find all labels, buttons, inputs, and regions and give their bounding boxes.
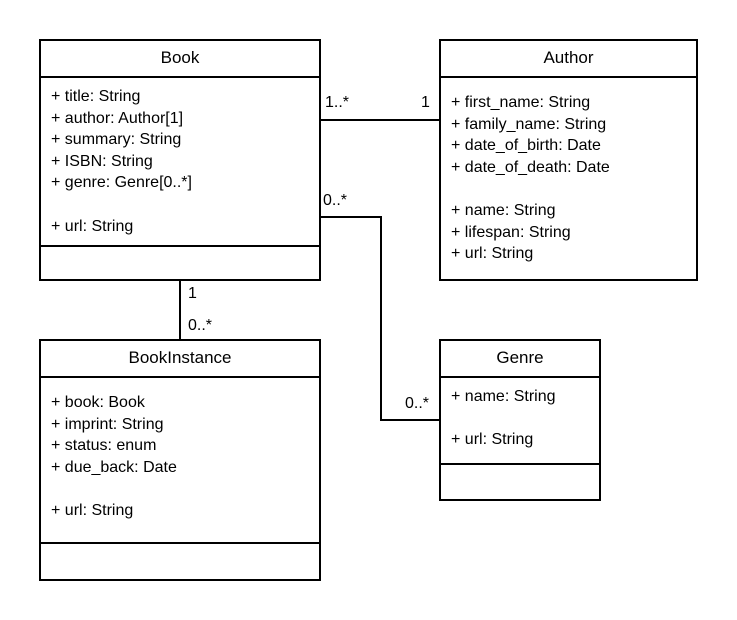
genre-class-name: Genre: [441, 341, 599, 378]
bookinstance-attr-due-back: + due_back: Date: [51, 458, 177, 476]
member-separator-space: [451, 408, 599, 430]
genre-attr-name: + name: String: [451, 388, 556, 405]
member-separator-space: [451, 178, 696, 200]
multiplicity-book-bookinstance-instance-end: 0..*: [188, 317, 213, 334]
book-attr-isbn: + ISBN: String: [51, 152, 153, 170]
author-attr-first-name: + first_name: String: [451, 94, 591, 111]
genre-class-members: + name: String + url: String: [441, 378, 599, 465]
member-separator-space: [51, 194, 319, 216]
multiplicity-book-genre-book-end: 0..*: [323, 192, 348, 209]
author-class-members: + first_name: String + family_name: Stri…: [441, 78, 696, 279]
genre-method-url: + url: String: [451, 431, 534, 449]
multiplicity-book-author-book-end: 1..*: [325, 94, 350, 111]
bookinstance-class: BookInstance + book: Book + imprint: Str…: [39, 339, 321, 581]
author-attr-date-of-birth: + date_of_birth: Date: [451, 137, 601, 155]
book-class-name: Book: [41, 41, 319, 78]
author-method-lifespan: + lifespan: String: [451, 223, 571, 241]
author-attr-date-of-death: + date_of_death: Date: [451, 158, 610, 176]
book-attr-summary: + summary: String: [51, 131, 182, 149]
author-attr-family-name: + family_name: String: [451, 115, 607, 133]
book-method-url: + url: String: [51, 217, 134, 235]
bookinstance-attr-status: + status: enum: [51, 437, 157, 455]
bookinstance-class-members: + book: Book + imprint: String + status:…: [41, 378, 319, 544]
bookinstance-class-name: BookInstance: [41, 341, 319, 378]
author-method-name: + name: String: [451, 201, 556, 219]
multiplicity-book-genre-genre-end: 0..*: [405, 395, 430, 412]
author-method-url: + url: String: [451, 245, 534, 263]
author-class: Author + first_name: String + family_nam…: [439, 39, 698, 281]
book-class: Book + title: String + author: Author[1]…: [39, 39, 321, 281]
member-separator-space: [51, 478, 319, 500]
multiplicity-book-author-author-end: 1: [421, 94, 430, 111]
bookinstance-method-url: + url: String: [51, 501, 134, 519]
book-attr-genre: + genre: Genre[0..*]: [51, 174, 192, 192]
bookinstance-attr-book: + book: Book: [51, 394, 145, 411]
author-class-name: Author: [441, 41, 696, 78]
book-attr-author: + author: Author[1]: [51, 109, 184, 127]
book-attr-title: + title: String: [51, 88, 141, 105]
book-class-members: + title: String + author: Author[1] + su…: [41, 78, 319, 247]
genre-class: Genre + name: String + url: String: [439, 339, 601, 501]
book-genre-association-line: [320, 216, 440, 421]
bookinstance-attr-imprint: + imprint: String: [51, 415, 164, 433]
multiplicity-book-bookinstance-book-end: 1: [188, 285, 197, 302]
